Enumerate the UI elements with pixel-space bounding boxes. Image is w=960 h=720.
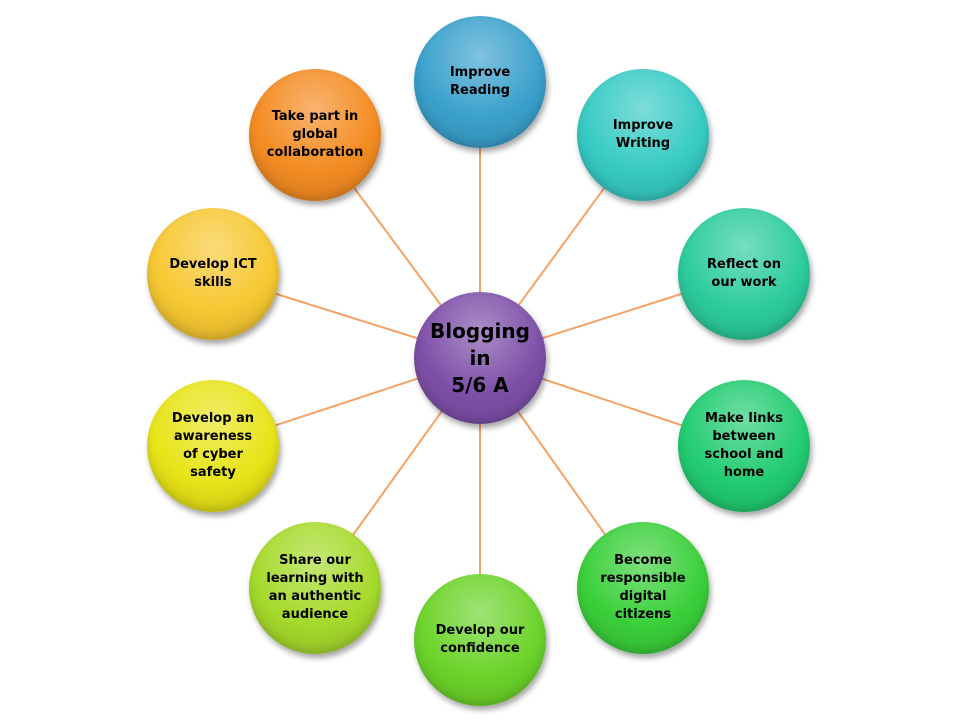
node-responsible-citizens: Become responsible digital citizens	[577, 522, 709, 654]
node-label: Make links between school and home	[704, 411, 784, 480]
node-label: Develop our confidence	[435, 623, 525, 656]
node-label: Share our learning with an authentic aud…	[266, 553, 364, 622]
node-label: Develop ICT skills	[169, 257, 257, 290]
node-label: Improve Writing	[612, 118, 674, 151]
node-ict-skills: Develop ICT skills	[147, 208, 279, 340]
node-share-learning: Share our learning with an authentic aud…	[249, 522, 381, 654]
center-node: Blogging in 5/6 A	[414, 292, 546, 424]
node-label: Improve Reading	[449, 65, 511, 98]
node-improve-writing: Improve Writing	[577, 69, 709, 201]
node-develop-confidence: Develop our confidence	[414, 574, 546, 706]
center-node-label: Blogging in 5/6 A	[430, 318, 530, 397]
node-label: Become responsible digital citizens	[600, 553, 686, 622]
node-improve-reading: Improve Reading	[414, 16, 546, 148]
node-make-links: Make links between school and home	[678, 380, 810, 512]
node-label: Reflect on our work	[707, 257, 781, 290]
node-global-collaboration: Take part in global collaboration	[249, 69, 381, 201]
node-cyber-safety: Develop an awareness of cyber safety	[147, 380, 279, 512]
node-label: Take part in global collaboration	[266, 109, 364, 160]
node-label: Develop an awareness of cyber safety	[171, 411, 255, 480]
node-reflect-on-work: Reflect on our work	[678, 208, 810, 340]
